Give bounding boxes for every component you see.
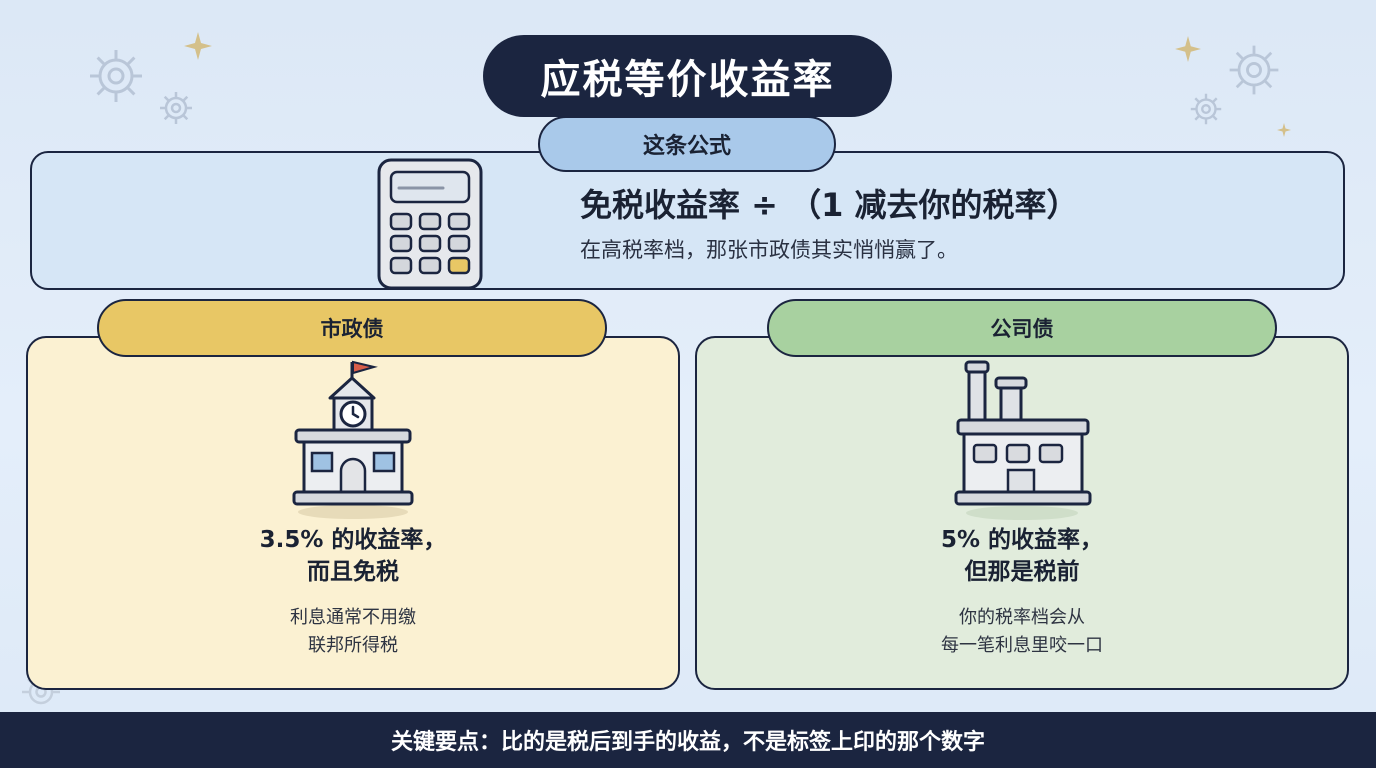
description-line: 联邦所得税 <box>308 635 398 656</box>
city-hall-icon <box>292 360 414 519</box>
sparkle-icon <box>1175 36 1201 62</box>
formula-caption: 在高税率档，那张市政债其实悄悄赢了。 <box>580 238 958 262</box>
calculator-icon <box>377 158 483 290</box>
sparkle-icon <box>1277 123 1291 137</box>
headline-line: 但那是税前 <box>964 559 1080 585</box>
gear-icon <box>160 92 192 124</box>
formula-tab: 这条公式 <box>538 116 836 172</box>
description-line: 你的税率档会从 <box>959 607 1085 628</box>
sparkle-icon <box>184 32 212 60</box>
gear-icon <box>1229 45 1279 95</box>
gear-icon <box>1190 93 1222 125</box>
formula-panel <box>30 151 1345 290</box>
description-line: 利息通常不用缴 <box>290 607 416 628</box>
description-line: 每一笔利息里咬一口 <box>941 635 1103 656</box>
headline-line: 3.5% 的收益率， <box>259 527 447 553</box>
formula-text: 免税收益率 ÷ （1 减去你的税率） <box>580 186 1079 224</box>
headline-line: 而且免税 <box>307 559 399 585</box>
municipal-bond-description: 利息通常不用缴 联邦所得税 <box>26 604 680 660</box>
page-title: 应税等价收益率 <box>483 35 892 117</box>
key-takeaway-banner: 关键要点：比的是税后到手的收益，不是标签上印的那个数字 <box>0 712 1376 768</box>
municipal-bond-headline: 3.5% 的收益率， 而且免税 <box>26 524 680 588</box>
factory-icon <box>954 360 1092 520</box>
corporate-bond-tab: 公司债 <box>767 299 1277 357</box>
corporate-bond-description: 你的税率档会从 每一笔利息里咬一口 <box>695 604 1349 660</box>
corporate-bond-headline: 5% 的收益率， 但那是税前 <box>695 524 1349 588</box>
gear-icon <box>90 50 142 102</box>
headline-line: 5% 的收益率， <box>940 527 1104 553</box>
municipal-bond-tab: 市政债 <box>97 299 607 357</box>
